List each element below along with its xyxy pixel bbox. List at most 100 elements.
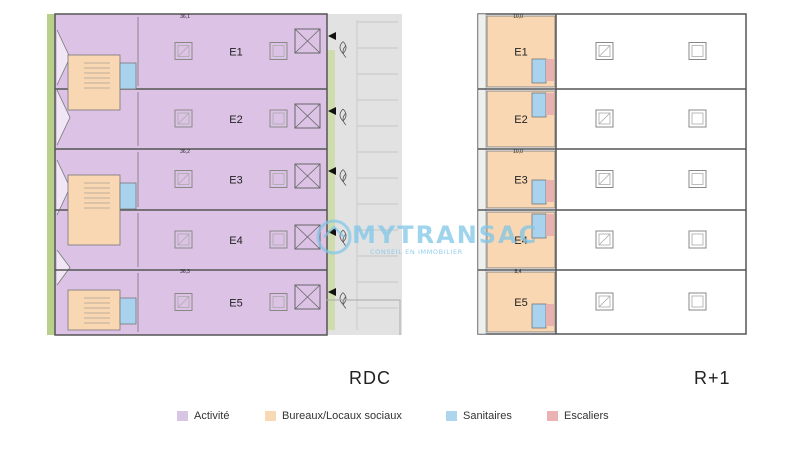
r1-skylight-icon-inner <box>691 173 704 185</box>
rdc-dimension-label: 36,1 <box>180 14 190 20</box>
legend-item-escaliers: Escaliers <box>547 410 609 422</box>
rdc-entrance <box>56 89 71 146</box>
r1-unit-label: E2 <box>514 114 527 126</box>
legend-swatch <box>446 411 457 421</box>
r1-skylight-icon-diag <box>598 45 611 57</box>
rdc-skylight-icon-diag <box>177 233 190 246</box>
r1-skylight-icon <box>595 292 614 311</box>
rdc-skylight-icon <box>269 293 288 311</box>
rdc-skylight-icon-diag <box>177 173 190 185</box>
rdc-skylight-icon-inner <box>177 45 190 57</box>
rdc-loading-door-icon <box>294 28 321 54</box>
r1-skylight-icon-inner <box>598 295 611 308</box>
r1-unit-label: E4 <box>514 235 527 247</box>
r1-unit-label: E5 <box>514 297 527 309</box>
green-strip-right <box>326 50 335 330</box>
caption-rdc: RDC <box>349 368 391 388</box>
legend-label: Escaliers <box>564 410 609 422</box>
r1-skylight-icon <box>688 109 707 128</box>
rdc-skylight-icon-inner <box>272 173 285 185</box>
rdc-dimension-label: 36,3 <box>180 269 190 275</box>
rdc-loading-door-icon <box>294 103 321 129</box>
rdc-unit-label: E5 <box>229 298 242 310</box>
caption-r1: R+1 <box>694 368 731 388</box>
rdc-office <box>67 174 121 246</box>
rdc-skylight-icon-diag <box>177 112 190 125</box>
rdc-loading-door-icon-diag <box>294 284 321 310</box>
r1-skylight-icon <box>688 42 707 60</box>
r1-skylight-icon-inner <box>691 45 704 57</box>
r1-skylight-icon-inner <box>598 233 611 246</box>
r1-skylight-icon-inner <box>598 173 611 185</box>
rdc-entrance <box>56 249 71 286</box>
rdc-sanitary <box>119 297 137 325</box>
rdc-entry-arrow-icon <box>328 32 336 40</box>
rdc-skylight-icon <box>174 109 193 128</box>
r1-skylight-icon <box>688 170 707 188</box>
rdc-skylight-icon <box>269 42 288 60</box>
r1-skylight-icon-diag <box>598 112 611 125</box>
rdc-skylight-icon <box>174 170 193 188</box>
r1-skylight-icon-inner <box>691 295 704 308</box>
legend-item-sanitaires: Sanitaires <box>446 410 512 422</box>
rdc-skylight-icon-inner <box>177 112 190 125</box>
r1-dimension-label: 10,0 <box>513 149 523 155</box>
tree-icon <box>339 169 347 186</box>
parking-area <box>326 14 402 335</box>
legend-item-activite: Activité <box>177 410 229 422</box>
r1-skylight-icon-inner <box>598 45 611 57</box>
rdc-loading-door-icon <box>294 163 321 189</box>
rdc-sanitary <box>119 62 137 90</box>
rdc-unit-label: E2 <box>229 114 242 126</box>
rdc-dimension-label: 36,2 <box>180 149 190 155</box>
rdc-skylight-icon <box>269 170 288 188</box>
rdc-entry-arrow-icon <box>328 288 336 296</box>
legend-label: Bureaux/Locaux sociaux <box>282 410 402 422</box>
tree-icon <box>339 292 347 309</box>
r1-stairs <box>546 93 554 115</box>
r1-skylight-icon <box>595 230 614 249</box>
rdc-skylight-icon-diag <box>177 296 190 308</box>
rdc-office <box>67 54 121 111</box>
legend: Activité Bureaux/Locaux sociaux Sanitair… <box>0 410 800 426</box>
r1-sanitary <box>531 58 547 84</box>
r1-skylight-icon-inner <box>691 233 704 246</box>
r1-skylight-icon <box>688 230 707 249</box>
rdc-office <box>67 289 121 331</box>
rdc-unit-label: E3 <box>229 175 242 187</box>
watermark-subtext: CONSEIL EN IMMOBILIER <box>370 248 463 256</box>
rdc-skylight-icon-inner <box>272 112 285 125</box>
rdc-skylight-icon-inner <box>177 296 190 308</box>
rdc-skylight-icon <box>174 230 193 249</box>
rdc-skylight-icon-inner <box>272 233 285 246</box>
watermark-logo-icon <box>316 219 352 255</box>
rdc-skylight-icon-inner <box>177 173 190 185</box>
legend-label: Activité <box>194 410 230 422</box>
rdc-skylight-icon-inner <box>177 233 190 246</box>
tree-icon <box>339 108 347 126</box>
rdc-skylight-icon <box>174 293 193 311</box>
rdc-skylight-icon <box>269 230 288 249</box>
rdc-entry-arrow-icon <box>328 107 336 115</box>
r1-unit-label: E3 <box>514 175 527 187</box>
watermark-text: MYTRANSAC <box>352 221 539 249</box>
tree-icon <box>339 41 347 58</box>
rdc-skylight-icon-inner <box>272 45 285 57</box>
r1-skylight-icon-inner <box>598 112 611 125</box>
r1-stairs <box>546 304 554 326</box>
r1-skylight-icon <box>595 109 614 128</box>
r1-stairs <box>546 59 554 81</box>
rdc-loading-door-icon-diag <box>294 163 321 189</box>
green-strip-left <box>47 14 57 335</box>
rdc-sanitary <box>119 182 137 210</box>
r1-skylight-icon-diag <box>598 295 611 308</box>
rdc-skylight-icon <box>174 42 193 60</box>
r1-skylight-icon <box>595 170 614 188</box>
r1-skylight-icon-diag <box>598 233 611 246</box>
watermark: MYTRANSAC CONSEIL EN IMMOBILIER <box>312 205 536 265</box>
legend-label: Sanitaires <box>463 410 512 422</box>
rdc-loading-door-icon-diag <box>294 103 321 129</box>
r1-unit-label: E1 <box>514 47 527 59</box>
rdc-loading-door-icon-diag <box>294 224 321 250</box>
